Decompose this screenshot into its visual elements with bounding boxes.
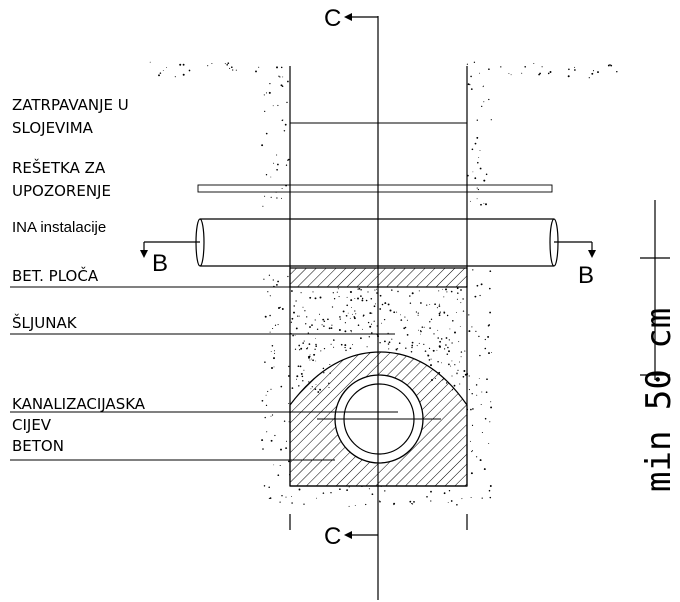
ina-pipe xyxy=(195,218,559,267)
label-backfill-2: SLOJEVIMA xyxy=(12,119,94,137)
section-mark-c-bottom-label: C xyxy=(324,523,341,550)
label-backfill-1: ZATRPAVANJE U xyxy=(12,96,129,114)
leader-lines xyxy=(10,286,398,461)
label-warning-grid-1: REŠETKA ZA xyxy=(12,158,106,177)
bottom-ticks xyxy=(289,514,468,530)
label-ina: INA instalacije xyxy=(12,219,106,236)
trench-wall-soil xyxy=(261,80,493,507)
dimension-min-50cm: min 50 cm xyxy=(639,200,679,492)
label-concrete: BETON xyxy=(12,437,64,455)
dimension-text: min 50 cm xyxy=(639,308,679,492)
section-mark-b-left: B xyxy=(140,241,200,277)
section-mark-b-right: B xyxy=(554,241,596,289)
warning-grid xyxy=(197,184,553,193)
label-gravel: ŠLJUNAK xyxy=(12,313,78,332)
section-mark-c-bottom: C xyxy=(324,523,378,550)
section-mark-b-left-label: B xyxy=(152,250,168,277)
label-pipe-1: KANALIZACIJASKA xyxy=(12,395,146,413)
section-mark-c-top: C xyxy=(324,5,378,32)
label-pipe-2: CIJEV xyxy=(12,416,52,434)
sewer-pipe xyxy=(317,374,441,464)
section-mark-c-top-label: C xyxy=(324,5,341,32)
ground-surface xyxy=(149,61,618,79)
label-warning-grid-2: UPOZORENJE xyxy=(12,182,111,200)
section-mark-b-right-label: B xyxy=(578,262,594,289)
label-concrete-slab: BET. PLOČA xyxy=(12,266,99,285)
